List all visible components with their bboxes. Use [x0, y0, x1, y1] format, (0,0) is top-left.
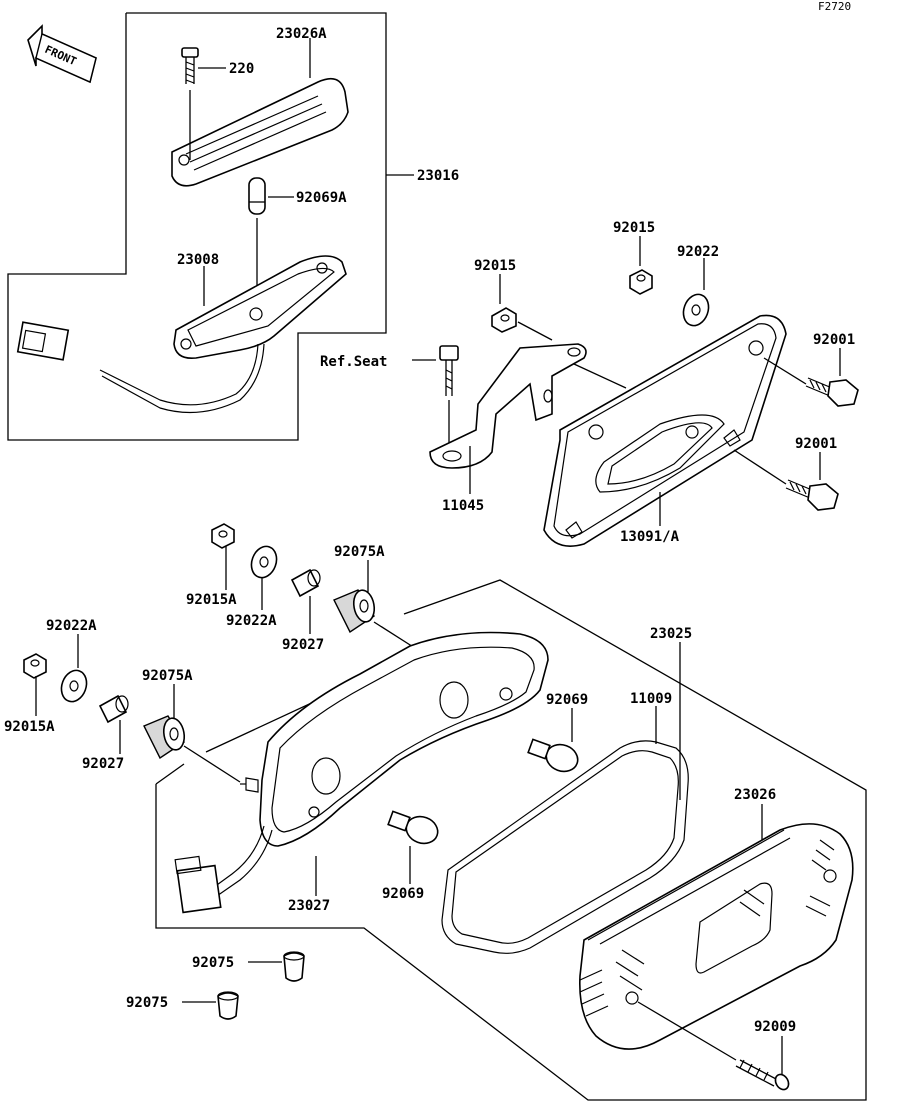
nut-92015A-a	[211, 523, 235, 549]
plate-13091A	[543, 314, 787, 547]
label-92022A-b: 92022A	[46, 618, 97, 634]
label-23016: 23016	[417, 168, 459, 184]
bulb-92069-a	[527, 738, 579, 773]
screw-220	[181, 47, 199, 84]
assembly-box-23025	[155, 579, 867, 1101]
harness-connector-23027	[174, 825, 273, 914]
label-ref-seat: Ref.Seat	[320, 354, 387, 370]
gasket-11009	[441, 740, 689, 954]
assembly-box-23016	[7, 12, 387, 441]
washer-92022	[682, 293, 710, 327]
label-220: 220	[229, 61, 254, 77]
label-23026A: 23026A	[276, 26, 327, 42]
label-92075-b: 92075	[126, 995, 168, 1011]
rubber-92075-b	[217, 991, 239, 1020]
leader-lines	[35, 38, 841, 1074]
label-23026: 23026	[734, 787, 776, 803]
label-92015A-a: 92015A	[186, 592, 237, 608]
label-92075A-a: 92075A	[334, 544, 385, 560]
lens-23026	[579, 823, 854, 1050]
label-23008: 23008	[177, 252, 219, 268]
bracket-11045	[429, 343, 587, 469]
nut-92015-a	[491, 307, 517, 333]
bulb-92069A	[248, 177, 266, 215]
bolt-92001-a	[805, 377, 859, 407]
lens-23026A	[171, 77, 349, 187]
label-92069-b: 92069	[382, 886, 424, 902]
label-23025: 23025	[650, 626, 692, 642]
label-13091A: 13091/A	[620, 529, 680, 545]
label-92009: 92009	[754, 1019, 796, 1035]
label-92015A-b: 92015A	[4, 719, 55, 735]
grommet-92075A-b	[143, 715, 186, 760]
washer-92022A-b	[60, 669, 88, 703]
label-92075-a: 92075	[192, 955, 234, 971]
label-92069A: 92069A	[296, 190, 347, 206]
label-92027-a: 92027	[282, 637, 324, 653]
collar-92027-b	[98, 694, 129, 724]
label-92069-a: 92069	[546, 692, 588, 708]
bolt-92001-b	[785, 479, 839, 511]
label-92022A-a: 92022A	[226, 613, 277, 629]
rubber-92075-a	[283, 951, 305, 982]
label-92015-b: 92015	[613, 220, 655, 236]
label-11009: 11009	[630, 691, 672, 707]
label-92027-b: 92027	[82, 756, 124, 772]
front-arrow-icon: FRONT	[27, 24, 97, 84]
screw-92009	[735, 1059, 790, 1091]
label-92015-a: 92015	[474, 258, 516, 274]
label-92075A-b: 92075A	[142, 668, 193, 684]
bulb-92069-b	[387, 810, 439, 845]
base-housing-23027	[240, 631, 549, 847]
nut-92015-b	[629, 269, 653, 295]
label-23027: 23027	[288, 898, 330, 914]
label-11045: 11045	[442, 498, 484, 514]
washer-92022A-a	[250, 545, 278, 579]
grommet-92075A-a	[333, 589, 376, 634]
wire-harness-23008	[16, 321, 265, 414]
bolt-ref-seat	[439, 345, 459, 396]
figure-code: F2720	[818, 0, 851, 13]
label-92001-b: 92001	[795, 436, 837, 452]
nut-92015A-b	[23, 653, 47, 679]
label-92022: 92022	[677, 244, 719, 260]
collar-92027-a	[290, 568, 321, 598]
housing-23008	[173, 255, 347, 360]
label-92001-a: 92001	[813, 332, 855, 348]
